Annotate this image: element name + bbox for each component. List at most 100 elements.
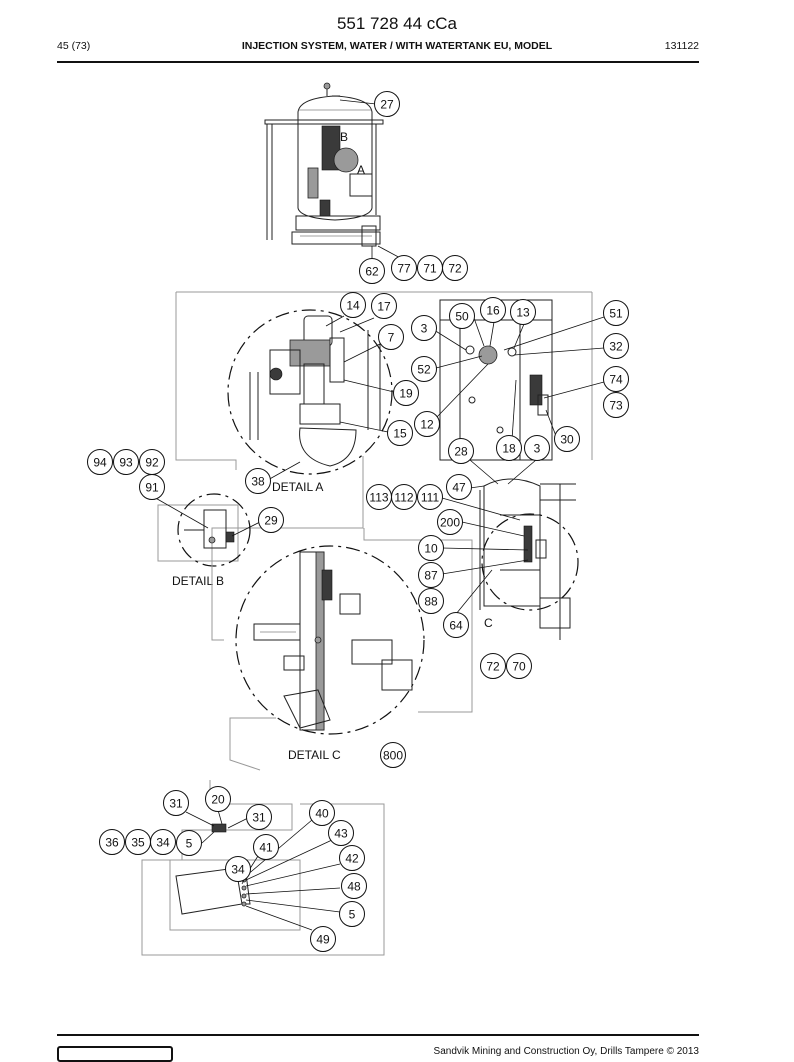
callout-number: 71: [423, 262, 437, 276]
callout-3: 3: [524, 435, 550, 461]
document-number: 551 728 44 cCa: [336, 14, 458, 33]
callout-number: 70: [512, 660, 526, 674]
callout-number: 72: [448, 262, 462, 276]
callout-71: 71: [417, 255, 443, 281]
callout-number: 28: [454, 445, 468, 459]
footer-rule: [57, 1034, 699, 1036]
callout-number: 14: [346, 299, 360, 313]
callout-28: 28: [448, 438, 474, 464]
callout-30: 30: [554, 426, 580, 452]
callout-number: 94: [93, 456, 107, 470]
callout-number: 27: [380, 98, 394, 112]
callout-number: 18: [502, 442, 516, 456]
callout-3: 3: [411, 315, 437, 341]
callout-35: 35: [125, 829, 151, 855]
callout-16: 16: [480, 297, 506, 323]
callout-800: 800: [380, 742, 406, 768]
callout-number: 34: [156, 836, 170, 850]
callout-113: 113: [366, 484, 392, 510]
callout-number: 40: [315, 807, 329, 821]
callout-72: 72: [480, 653, 506, 679]
callout-94: 94: [87, 449, 113, 475]
callout-41: 41: [253, 834, 279, 860]
callout-112: 112: [391, 484, 417, 510]
callout-15: 15: [387, 420, 413, 446]
callout-13: 13: [510, 299, 536, 325]
callout-number: 43: [334, 827, 348, 841]
callout-number: 113: [369, 491, 388, 505]
view-letter-b: B: [340, 130, 348, 144]
callout-number: 42: [345, 852, 359, 866]
detail-c-label: DETAIL C: [288, 748, 341, 762]
callout-number: 7: [388, 331, 395, 345]
callout-number: 20: [211, 793, 225, 807]
callout-number: 74: [609, 373, 623, 387]
callout-number: 87: [424, 569, 438, 583]
callout-number: 35: [131, 836, 145, 850]
callout-number: 200: [440, 516, 460, 530]
callout-number: 64: [449, 619, 463, 633]
callout-number: 41: [259, 841, 273, 855]
callout-number: 3: [421, 322, 428, 336]
callout-64: 64: [443, 612, 469, 638]
detail-c-drawing: DETAIL C: [211, 528, 473, 771]
callout-number: 5: [186, 837, 193, 851]
callout-31: 31: [246, 804, 272, 830]
callout-number: 48: [347, 880, 361, 894]
callout-number: 16: [486, 304, 500, 318]
callout-number: 51: [609, 307, 623, 321]
callout-5: 5: [339, 901, 365, 927]
callout-number: 72: [486, 660, 500, 674]
callout-42: 42: [339, 845, 365, 871]
footer-copyright: Sandvik Mining and Construction Oy, Dril…: [433, 1046, 699, 1057]
callout-14: 14: [340, 292, 366, 318]
callout-number: 112: [394, 491, 413, 505]
callout-48: 48: [341, 873, 367, 899]
callout-36: 36: [99, 829, 125, 855]
callout-34: 34: [150, 829, 176, 855]
callout-72: 72: [442, 255, 468, 281]
view-letter-a: A: [357, 163, 365, 177]
callout-87: 87: [418, 562, 444, 588]
callout-number: 77: [397, 262, 411, 276]
callout-31: 31: [163, 790, 189, 816]
callout-number: 12: [420, 418, 434, 432]
callout-number: 50: [455, 310, 469, 324]
callout-51: 51: [603, 300, 629, 326]
callout-91: 91: [139, 474, 165, 500]
callout-5: 5: [176, 830, 202, 856]
callout-number: 17: [377, 300, 391, 314]
callout-17: 17: [371, 293, 397, 319]
detail-b-label: DETAIL B: [172, 574, 224, 588]
page-number: 45 (73): [57, 40, 91, 52]
callout-number: 32: [609, 340, 623, 354]
callout-88: 88: [418, 588, 444, 614]
callout-62: 62: [359, 258, 385, 284]
detail-a-drawing: DETAIL A: [175, 291, 593, 560]
callout-number: 10: [424, 542, 438, 556]
callout-19: 19: [393, 380, 419, 406]
callout-number: 38: [251, 475, 265, 489]
callout-32: 32: [603, 333, 629, 359]
callout-number: 62: [365, 265, 379, 279]
callout-49: 49: [310, 926, 336, 952]
callout-92: 92: [139, 449, 165, 475]
callout-number: 34: [231, 863, 245, 877]
callout-number: 29: [264, 514, 278, 528]
drawing-code: 131122: [664, 40, 699, 52]
callout-number: 52: [417, 363, 431, 377]
callout-number: 5: [349, 908, 356, 922]
callout-29: 29: [258, 507, 284, 533]
callout-number: 91: [145, 481, 159, 495]
sandvik-logo: [57, 1046, 173, 1062]
leader-lines: [151, 99, 605, 931]
callout-number: 93: [119, 456, 133, 470]
callout-number: 15: [393, 427, 407, 441]
callout-number: 31: [169, 797, 183, 811]
callout-number: 88: [424, 595, 438, 609]
overview-assembly: B A: [264, 82, 384, 247]
callout-number: 47: [452, 481, 466, 495]
callout-7: 7: [378, 324, 404, 350]
